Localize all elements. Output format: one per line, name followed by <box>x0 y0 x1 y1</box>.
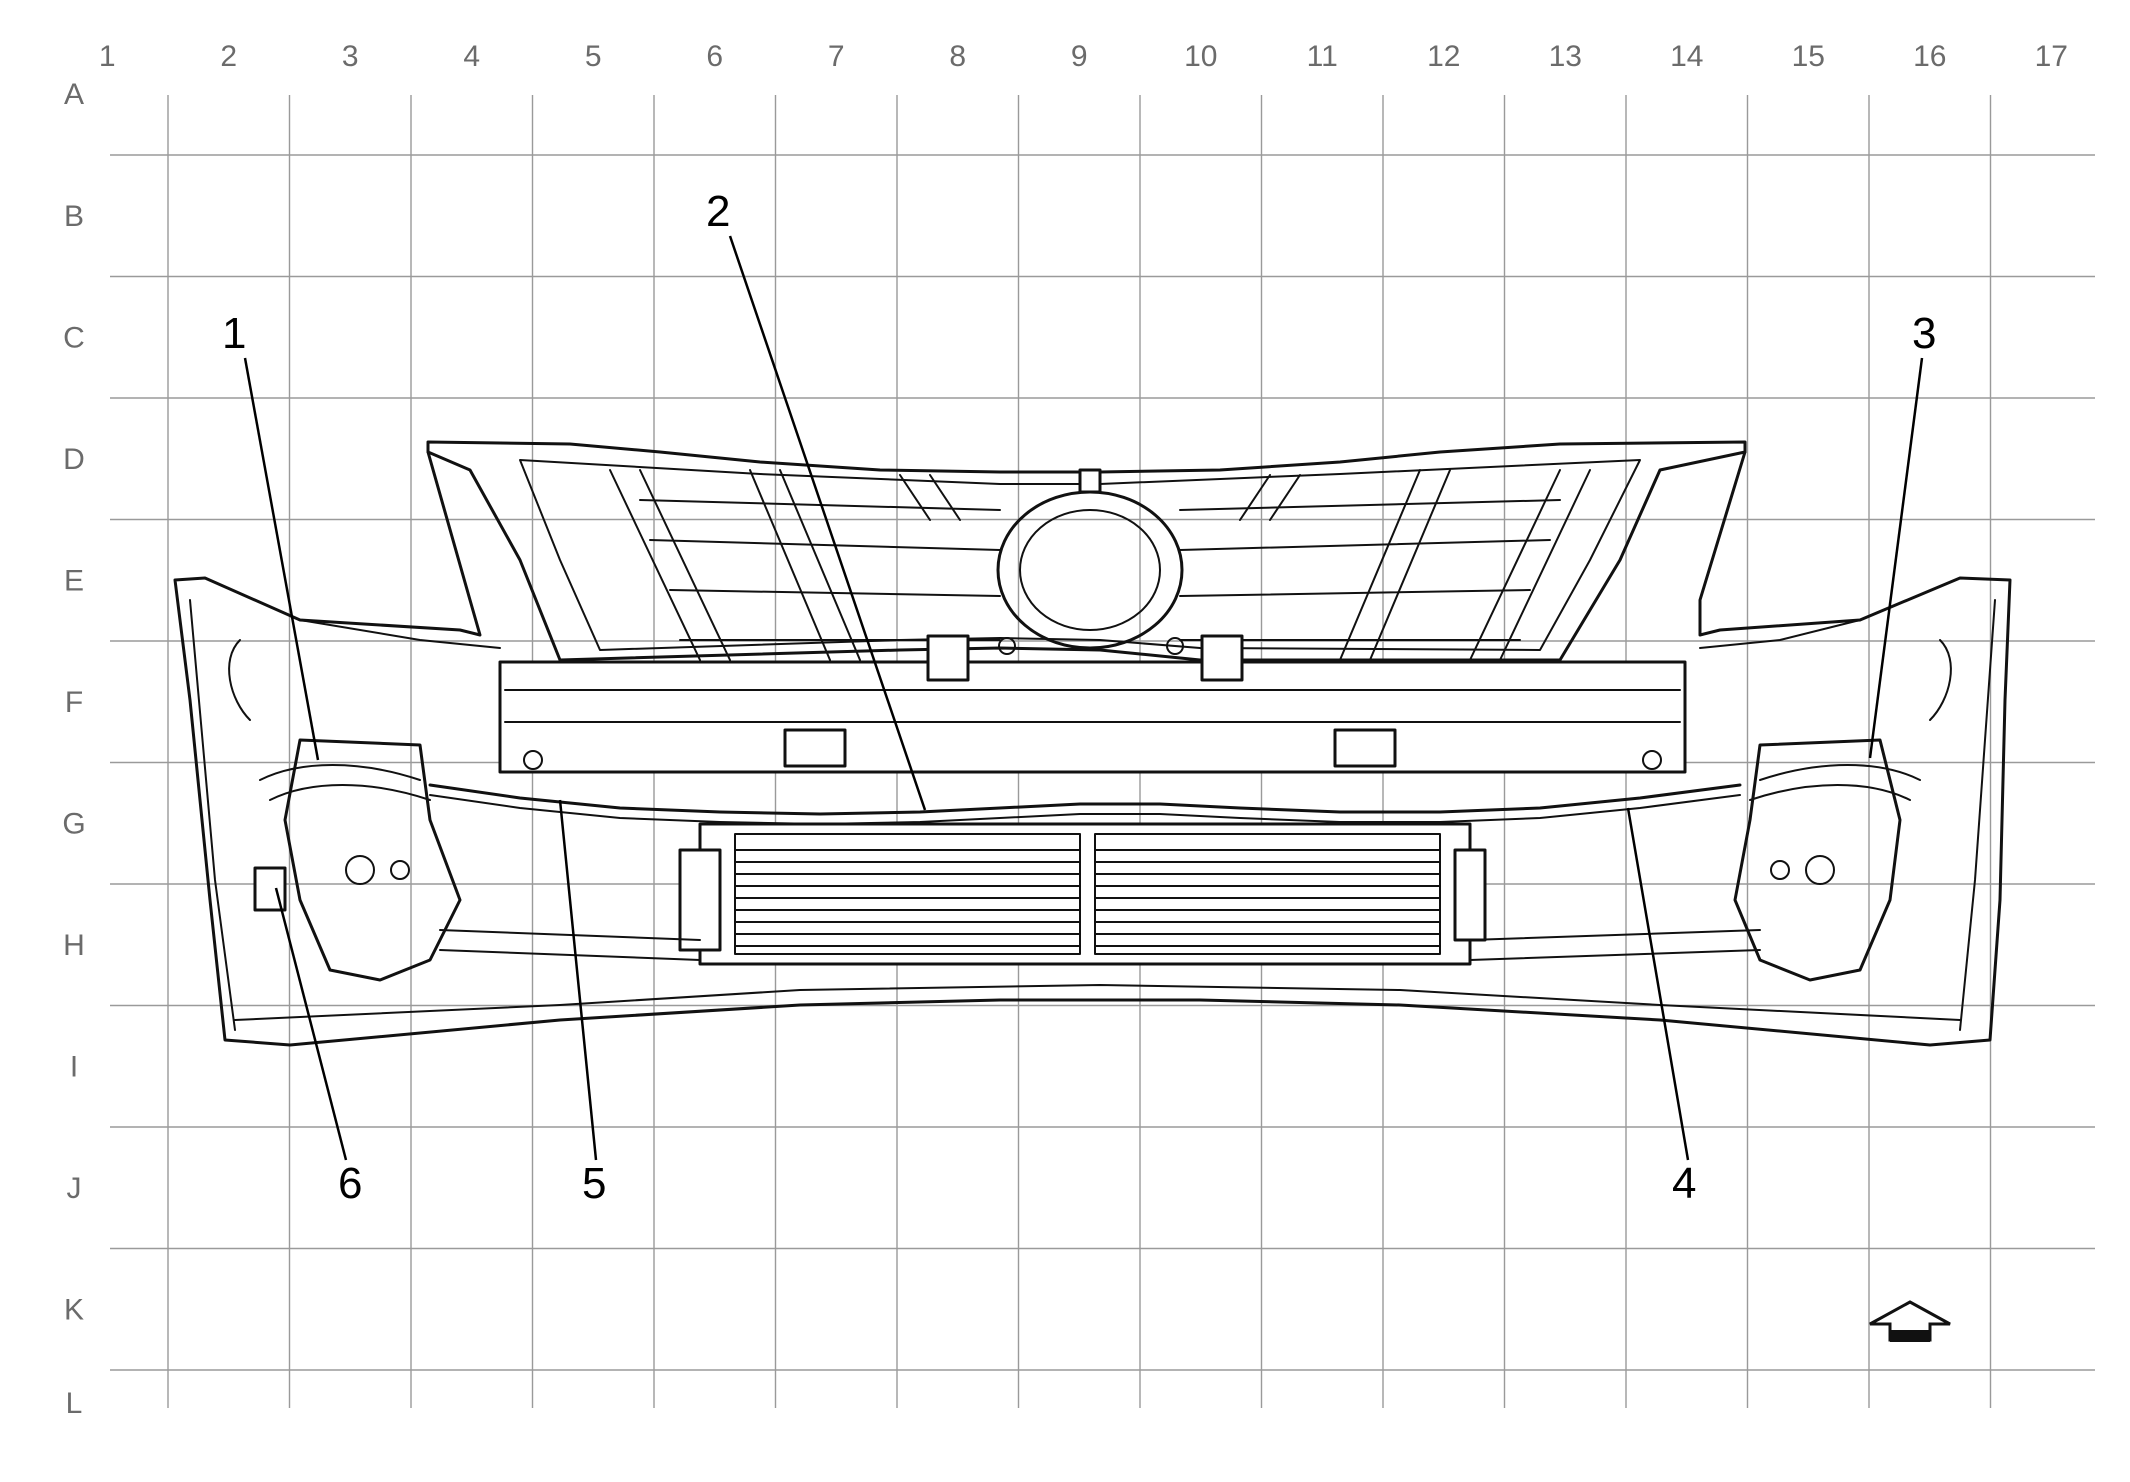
grid-column-label: 5 <box>585 40 602 73</box>
grid-row-label: B <box>64 200 84 233</box>
beam-bracket-left <box>783 728 847 768</box>
grid-column-label: 7 <box>828 40 845 73</box>
grid-column-label: 1 <box>99 40 116 73</box>
wiring-harness-main <box>428 783 1742 816</box>
callout-1: 1 <box>222 309 246 358</box>
shutter-actuator-right <box>1453 848 1487 942</box>
grid-row-label: K <box>64 1293 84 1326</box>
beam-fastener-left <box>523 750 543 770</box>
leader-6 <box>274 887 348 1161</box>
grid-row-label: D <box>63 443 85 476</box>
front-bumper-assembly <box>173 440 2012 1047</box>
fascia-upper-lip <box>299 619 1861 649</box>
grille-clip-right <box>1200 634 1244 682</box>
emblem-top-tab <box>1078 468 1102 494</box>
callout-labels: 1 2 3 4 5 6 <box>222 187 1936 1208</box>
callout-leaders <box>243 235 1924 1161</box>
grid-row-label: J <box>67 1172 82 1205</box>
leader-2 <box>728 235 927 811</box>
grid-column-label: 9 <box>1071 40 1088 73</box>
grid-row-label: G <box>62 807 85 840</box>
grille-clip-left <box>926 634 970 682</box>
grille-mesh <box>609 469 1591 661</box>
callout-2: 2 <box>706 187 730 236</box>
grid-row-label: E <box>64 564 84 597</box>
grid-row-label: C <box>63 321 85 354</box>
grid-column-label: 4 <box>463 40 480 73</box>
upper-grille-inner-frame <box>519 459 1641 651</box>
grid-column-label: 3 <box>342 40 359 73</box>
grid-column-label: 15 <box>1792 40 1825 73</box>
leader-1 <box>243 357 320 761</box>
grid-row-label: F <box>65 686 83 719</box>
emblem-mount-ring <box>996 490 1184 650</box>
grid-row-label: I <box>70 1050 78 1083</box>
grid-column-label: 6 <box>706 40 723 73</box>
grid-column-label: 12 <box>1427 40 1460 73</box>
grid-column-label: 14 <box>1670 40 1703 73</box>
active-shutter-right <box>1094 833 1441 955</box>
grid-column-label: 17 <box>2035 40 2068 73</box>
grid-row-label: L <box>66 1387 83 1420</box>
reinforcement-beam <box>498 660 1687 774</box>
bumper-fascia-outline <box>173 450 2012 1047</box>
grid-column-label: 10 <box>1184 40 1217 73</box>
callout-3: 3 <box>1912 309 1936 358</box>
grid-column-label: 2 <box>220 40 237 73</box>
beam-bracket-right <box>1333 728 1397 768</box>
emblem-mount-ring-inner <box>1019 509 1161 631</box>
grid-column-label: 13 <box>1549 40 1582 73</box>
forward-arrow-icon <box>1869 1300 1951 1342</box>
lower-fascia-strip <box>439 929 1761 961</box>
grid-row-label: H <box>63 929 85 962</box>
active-shutter-left <box>734 833 1081 955</box>
callout-4: 4 <box>1672 1159 1696 1208</box>
right-fog-lamp-assembly <box>1733 639 1952 982</box>
wiring-harness-main-2 <box>429 794 1741 825</box>
leader-5 <box>558 799 598 1161</box>
grid-column-label: 11 <box>1307 40 1338 73</box>
grille-fastener-left <box>998 637 1016 655</box>
callout-5: 5 <box>582 1159 606 1208</box>
leader-4 <box>1626 807 1690 1161</box>
grille-fastener-right <box>1166 637 1184 655</box>
left-fog-lamp-assembly <box>228 639 462 982</box>
grid-column-label: 8 <box>949 40 966 73</box>
grid-column-label: 16 <box>1913 40 1946 73</box>
leader-3 <box>1868 357 1924 759</box>
grid-row-labels: A B C D E F G H I J K L <box>62 78 85 1420</box>
bumper-fascia-inner-edge <box>189 599 1996 1031</box>
beam-fastener-right <box>1642 750 1662 770</box>
shutter-actuator-left <box>678 848 722 952</box>
callout-6: 6 <box>338 1159 362 1208</box>
grid-row-label: A <box>64 78 84 111</box>
